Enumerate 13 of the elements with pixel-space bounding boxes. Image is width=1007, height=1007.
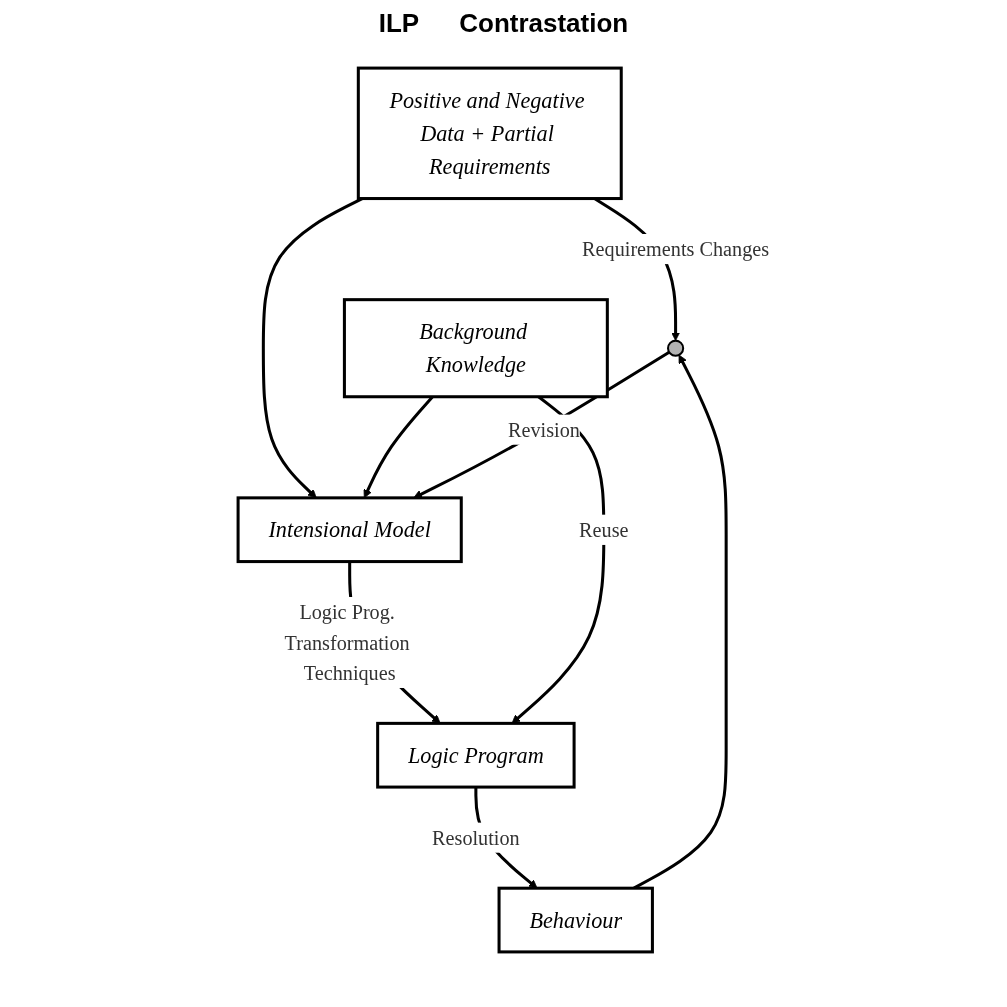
edge-label: Requirements Changes	[581, 237, 769, 261]
edge-label: Revision	[507, 418, 580, 441]
node-box: Positive and Negative Data + Partial Requirements	[356, 66, 623, 201]
diagram-label: Contrastation	[459, 8, 629, 39]
node-box: Background Knowledge	[342, 298, 609, 399]
edge-label: Resolution	[431, 826, 520, 849]
edge-label: Reuse	[579, 518, 629, 541]
edge-label: Logic Prog. Transformation Techniques	[284, 601, 410, 684]
node-box: Behaviour	[497, 886, 654, 954]
diagram-label: ILP	[378, 8, 420, 39]
node-box: Logic Program	[376, 721, 576, 789]
node-circle	[666, 339, 685, 357]
node-box: Intensional Model	[236, 496, 463, 564]
